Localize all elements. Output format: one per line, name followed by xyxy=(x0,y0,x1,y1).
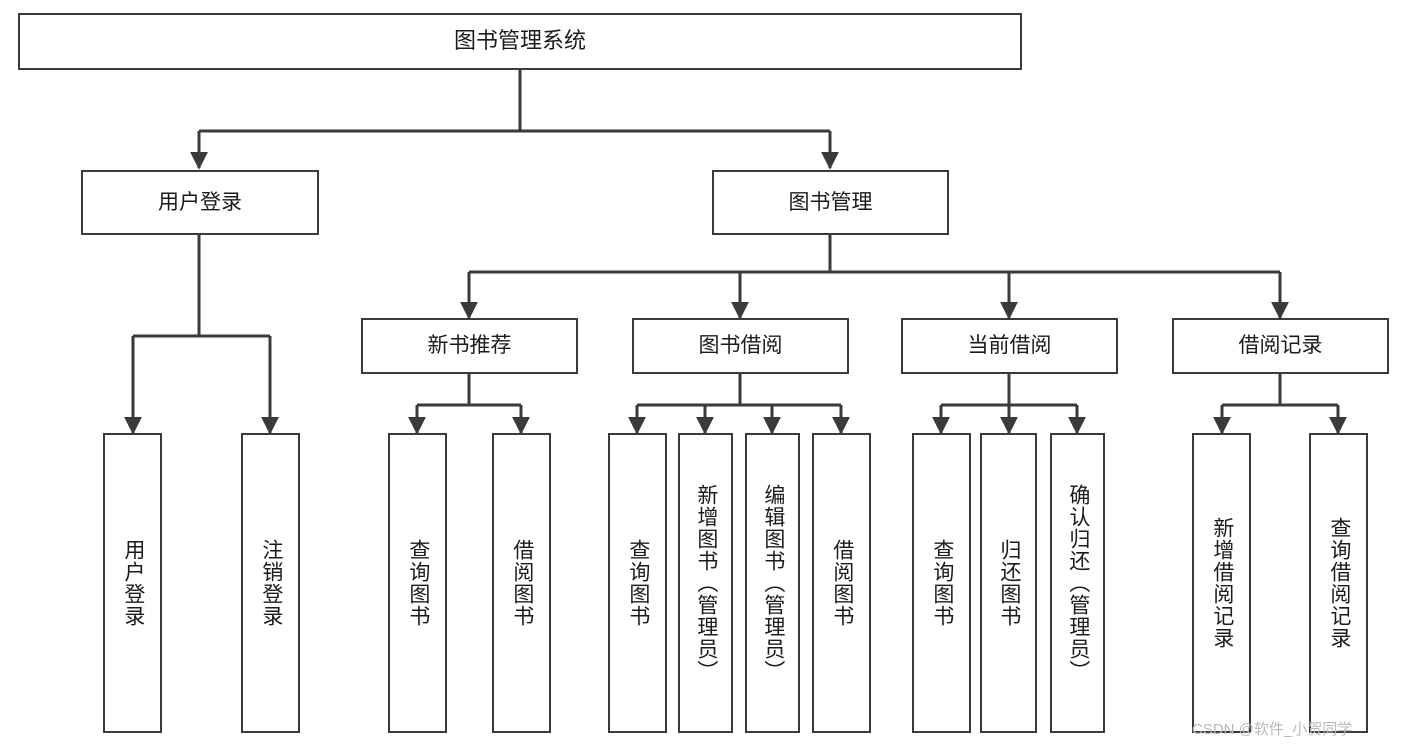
leaf-return-book[interactable]: 归还图书 xyxy=(980,433,1037,733)
node-new-book-recommend[interactable]: 新书推荐 xyxy=(361,318,578,374)
leaf-edit-book[interactable]: 编辑图书（管理员） xyxy=(745,433,800,733)
node-user-login[interactable]: 用户登录 xyxy=(81,170,319,235)
leaf-query-borrow-record[interactable]: 查询借阅记录 xyxy=(1309,433,1368,733)
node-book-borrow[interactable]: 图书借阅 xyxy=(632,318,849,374)
leaf-confirm-return[interactable]: 确认归还（管理员） xyxy=(1050,433,1105,733)
leaf-query-book-borrow[interactable]: 查询图书 xyxy=(608,433,667,733)
csdn-watermark: CSDN @软件_小贺同学 xyxy=(1192,721,1353,738)
node-book-management[interactable]: 图书管理 xyxy=(712,170,949,235)
leaf-query-book-current[interactable]: 查询图书 xyxy=(912,433,971,733)
node-root[interactable]: 图书管理系统 xyxy=(18,13,1022,70)
node-current-borrow[interactable]: 当前借阅 xyxy=(901,318,1118,374)
node-borrow-record[interactable]: 借阅记录 xyxy=(1172,318,1389,374)
leaf-query-book-recommend[interactable]: 查询图书 xyxy=(388,433,447,733)
leaf-user-logout[interactable]: 注销登录 xyxy=(241,433,300,733)
leaf-borrow-book-recommend[interactable]: 借阅图书 xyxy=(492,433,551,733)
leaf-add-borrow-record[interactable]: 新增借阅记录 xyxy=(1192,433,1251,733)
leaf-add-book[interactable]: 新增图书（管理员） xyxy=(678,433,733,733)
leaf-borrow-book[interactable]: 借阅图书 xyxy=(812,433,871,733)
leaf-user-login[interactable]: 用户登录 xyxy=(103,433,162,733)
